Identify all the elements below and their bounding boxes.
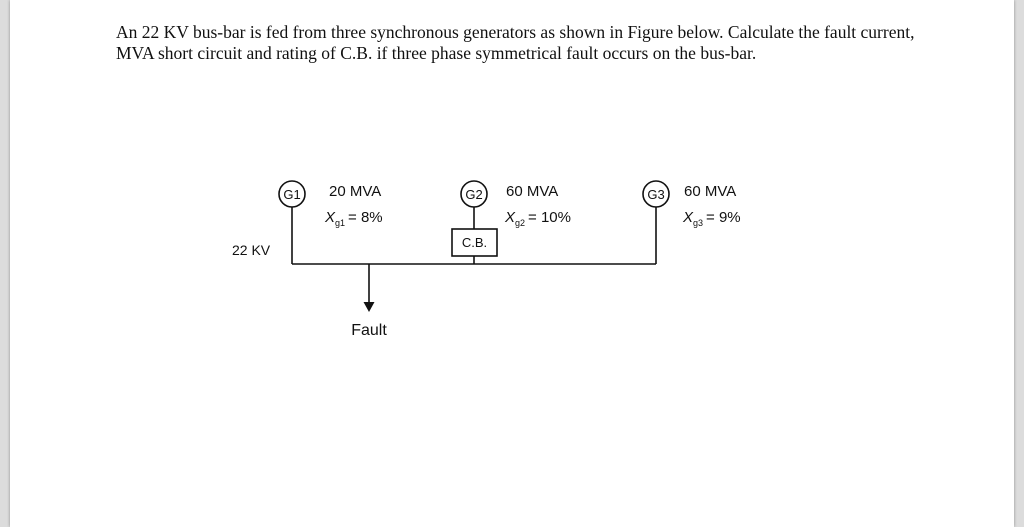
generator-g1-label: G1 [283,187,300,202]
fault-arrow-head [363,302,375,312]
circuit-breaker-label: C.B. [462,235,487,250]
generator-g2-rating: 60 MVA [506,183,558,200]
fault-label: Fault [351,322,387,339]
generator-g1-reactance: Xg1= 8% [324,209,383,228]
generator-g3-reactance: Xg3= 9% [682,209,741,228]
generator-g3-label: G3 [647,187,664,202]
generator-g3-rating: 60 MVA [684,183,736,200]
question-text: An 22 KV bus-bar is fed from three synch… [116,22,915,63]
generator-g2-reactance: Xg2= 10% [504,209,571,228]
bus-voltage-label: 22 KV [232,242,271,258]
generator-g1-rating: 20 MVA [329,183,381,200]
generator-g2-label: G2 [465,187,482,202]
